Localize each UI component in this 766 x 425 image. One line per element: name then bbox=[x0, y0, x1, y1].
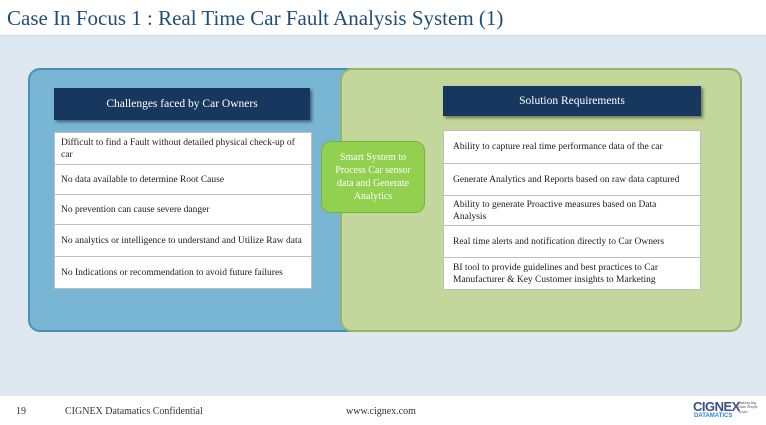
cignex-logo: CIGNEX DATAMATICS Making Big Data Simple… bbox=[693, 400, 761, 422]
smart-system-box: Smart System to Process Car sensor data … bbox=[321, 141, 425, 213]
logo-subtext: DATAMATICS bbox=[694, 413, 733, 419]
challenge-item: Difficult to find a Fault without detail… bbox=[54, 132, 312, 165]
challenge-item: No analytics or intelligence to understa… bbox=[54, 225, 312, 257]
solution-item: Ability to capture real time performance… bbox=[443, 130, 701, 164]
solution-header: Solution Requirements bbox=[443, 86, 701, 116]
logo-tagline: Making Big Data Simple Smart bbox=[738, 401, 758, 414]
challenge-item: No prevention can cause severe danger bbox=[54, 195, 312, 225]
challenges-list: Difficult to find a Fault without detail… bbox=[54, 132, 312, 289]
website-url: www.cignex.com bbox=[346, 406, 416, 417]
confidential-label: CIGNEX Datamatics Confidential bbox=[65, 406, 203, 417]
solution-item: Ability to generate Proactive measures b… bbox=[443, 196, 701, 226]
slide-number: 19 bbox=[16, 406, 26, 417]
logo-wordmark: CIGNEX bbox=[693, 399, 740, 414]
solution-item: Generate Analytics and Reports based on … bbox=[443, 164, 701, 196]
challenge-item: No data available to determine Root Caus… bbox=[54, 165, 312, 195]
challenges-header: Challenges faced by Car Owners bbox=[54, 88, 310, 120]
page-title: Case In Focus 1 : Real Time Car Fault An… bbox=[7, 6, 504, 30]
solution-item: BI tool to provide guidelines and best p… bbox=[443, 258, 701, 290]
challenge-item: No Indications or recommendation to avoi… bbox=[54, 257, 312, 289]
solution-item: Real time alerts and notification direct… bbox=[443, 226, 701, 258]
solution-list: Ability to capture real time performance… bbox=[443, 130, 701, 290]
title-divider bbox=[0, 35, 766, 36]
